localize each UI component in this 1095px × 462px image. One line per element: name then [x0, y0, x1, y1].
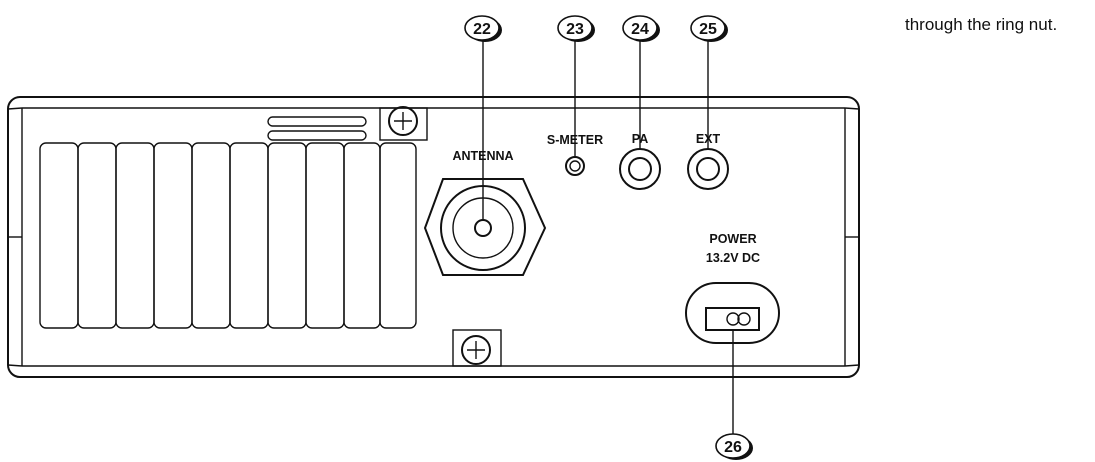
callout-26: 26: [715, 433, 753, 460]
ext-jack-outer: [687, 148, 729, 190]
heatsink-fin: [305, 142, 345, 329]
corner-br: [844, 364, 860, 367]
heatsink-fin: [229, 142, 269, 329]
heatsink-fin: [191, 142, 231, 329]
power-pin-left: [726, 312, 740, 326]
heatsink-fin: [343, 142, 381, 329]
callout-25-number: 25: [699, 21, 717, 38]
callout-24-bubble: [622, 15, 658, 41]
bottom-screw-head: [461, 335, 491, 365]
callout-26-number: 26: [724, 439, 742, 456]
top-screw: [379, 106, 428, 141]
power-voltage-label: 13.2V DC: [706, 251, 760, 265]
power-pin-right: [737, 312, 751, 326]
antenna-center-pin: [474, 219, 492, 237]
corner-tr: [844, 107, 860, 110]
power-socket-plug: [705, 307, 760, 331]
heatsink-fin: [39, 142, 79, 329]
heatsink-fins: [39, 142, 417, 329]
callout-22-number: 22: [473, 21, 491, 38]
callout-26-bubble: [715, 433, 751, 459]
callout-23-bubble: [557, 15, 593, 41]
bottom-screw-plate: [452, 329, 502, 367]
top-screw-head: [388, 106, 418, 136]
heatsink-fin: [77, 142, 117, 329]
power-label: POWER: [709, 232, 756, 246]
callout-23-number: 23: [566, 21, 584, 38]
heatsink-fin: [379, 142, 417, 329]
callout-24: 24: [622, 15, 660, 42]
bottom-screw: [452, 329, 502, 367]
pa-jack-outer: [619, 148, 661, 190]
callout-22: 22: [464, 15, 502, 42]
callout-22-bubble: [464, 15, 500, 41]
antenna-connector: [423, 178, 547, 276]
corner-bl: [7, 364, 23, 367]
note-text: through the ring nut.: [905, 15, 1058, 34]
s-meter-jack-inner: [569, 160, 581, 172]
pa-jack-inner: [628, 157, 652, 181]
s-meter-jack-outer: [565, 156, 585, 176]
callout-23: 23: [557, 15, 595, 42]
heatsink-fin: [153, 142, 193, 329]
callout-25: 25: [690, 15, 728, 42]
callout-25-bubble: [690, 15, 726, 41]
corner-tl: [7, 107, 23, 110]
vent-slot-lower: [267, 130, 367, 141]
vent-slot-upper: [267, 116, 367, 127]
heatsink-fin: [267, 142, 307, 329]
ext-jack-inner: [696, 157, 720, 181]
callout-24-number: 24: [631, 21, 649, 38]
heatsink-fin: [115, 142, 155, 329]
antenna-hex-nut: [423, 178, 547, 276]
